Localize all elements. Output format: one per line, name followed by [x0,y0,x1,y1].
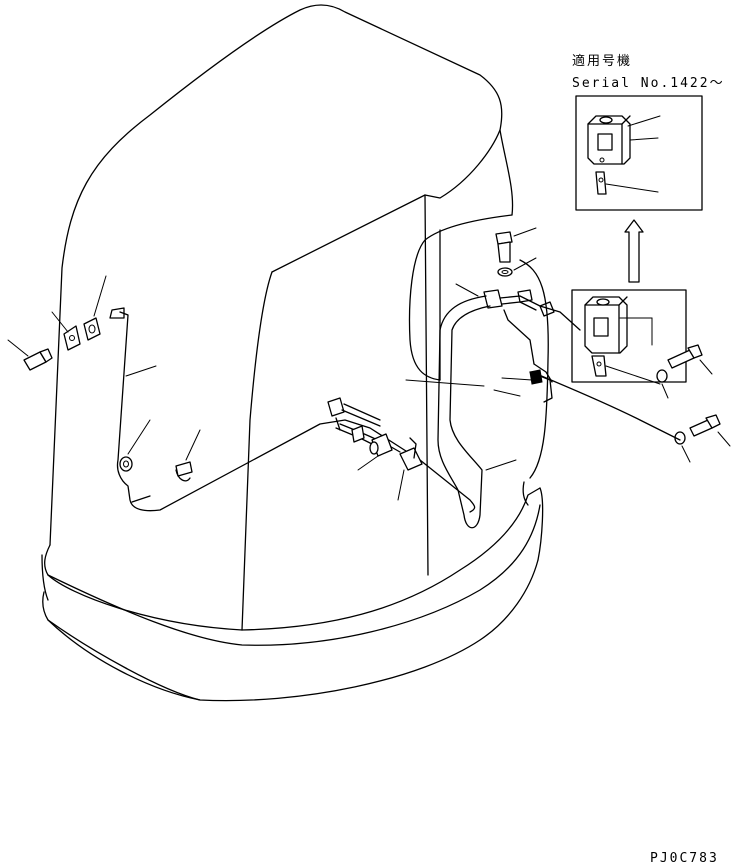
washer-tank-assembly [571,289,687,385]
inset-bracket [595,171,607,195]
joint-center [357,433,393,471]
bolt-top-center [495,227,537,277]
washer-hose-right [405,283,681,529]
inset-washer-tank [587,115,631,165]
serial-inset: 適用号機 Serial No.1422～ [572,53,725,211]
direction-arrow [624,219,644,283]
clamp-center [397,437,423,501]
applicability-label: 適用号機 [572,53,632,69]
connector-center [327,397,381,443]
drawing-code: PJ0C783 [650,851,719,866]
serial-label: Serial No.1422～ [572,76,725,91]
bolt-upper-right [656,344,713,399]
inset-frame [575,95,703,211]
tank-frame [571,289,687,383]
nozzle-left [7,339,53,371]
washer-pipe-left [109,307,476,513]
cab-body [41,4,549,702]
clip-left [175,429,201,482]
nut-left [83,275,107,341]
bolt-lower-right [674,414,731,463]
gasket-left [51,311,81,351]
